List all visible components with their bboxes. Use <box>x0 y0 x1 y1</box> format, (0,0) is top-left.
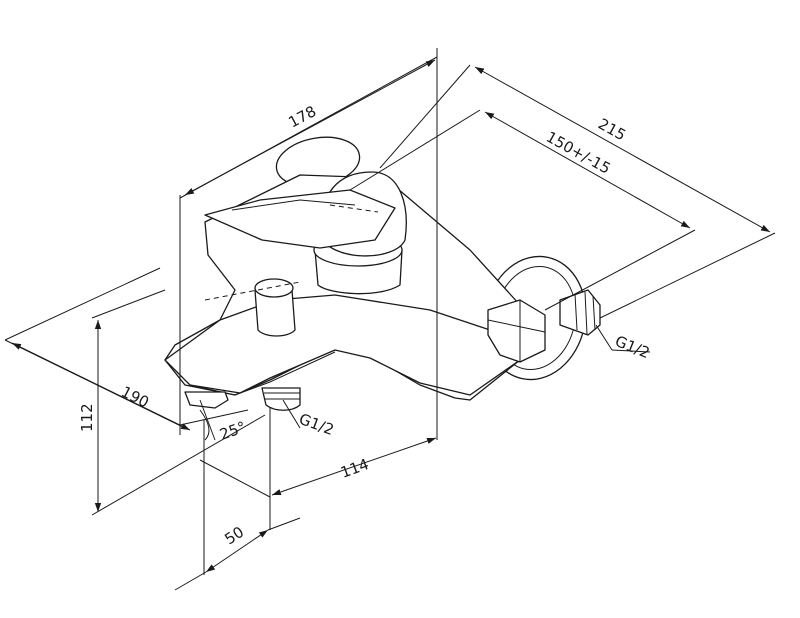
dim-150-line <box>484 111 691 229</box>
diverter-knob <box>254 289 296 337</box>
dim-150-label: 150+/-15 <box>543 128 614 178</box>
diverter-top <box>254 278 294 298</box>
dim-215-label: 215 <box>595 115 629 145</box>
dim-190-label: 190 <box>118 383 152 412</box>
dimensions <box>4 48 776 591</box>
angle-label: 25° <box>217 418 248 444</box>
outlet-thread-label: G1/2 <box>297 410 337 439</box>
dim-190-line <box>11 342 191 431</box>
outlet-thread-leader <box>282 399 301 429</box>
dim-114-line <box>271 437 437 496</box>
dim-178-label: 178 <box>285 102 319 131</box>
inlet-thread-leader <box>595 324 613 351</box>
angle-arc <box>199 409 210 441</box>
dim-112-label: 112 <box>78 403 96 432</box>
hex-nut <box>487 299 546 363</box>
inlet-connector <box>559 289 601 336</box>
dim-50-line <box>205 529 269 573</box>
inlet-thread-label: G1/2 <box>613 332 653 362</box>
dim-215-line <box>474 66 771 233</box>
spout <box>164 294 521 396</box>
dim-114-label: 114 <box>338 455 371 482</box>
faucet-body <box>164 136 601 411</box>
dim-50-label: 50 <box>221 523 247 548</box>
aerator <box>184 391 229 409</box>
